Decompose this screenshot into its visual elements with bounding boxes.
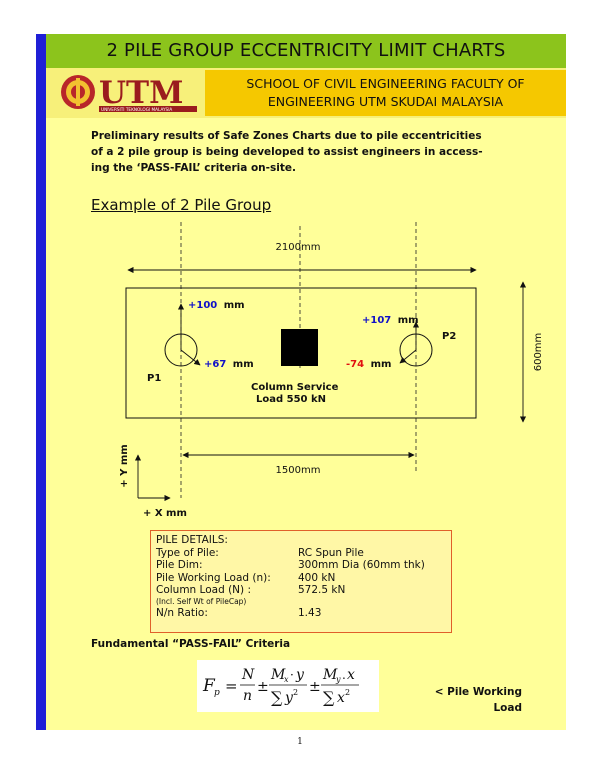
svg-text:·: · — [290, 668, 294, 682]
pile-detail-row: Type of Pile: RC Spun Pile — [156, 547, 446, 560]
p1-x-unit: mm — [233, 359, 254, 370]
y-axis-label: + Y mm — [119, 444, 130, 487]
x-axis-label: + X mm — [143, 508, 187, 519]
detail-value: RC Spun Pile — [298, 546, 364, 559]
formula-n: n — [243, 688, 252, 704]
column-label-line-1: Column Service — [251, 382, 339, 393]
pile-detail-row: Column Load (N) : 572.5 kN — [156, 584, 446, 597]
column-square — [281, 329, 318, 366]
school-line-2: ENGINEERING UTM SKUDAI MALAYSIA — [267, 94, 504, 109]
formula-F: F — [202, 676, 216, 696]
formula-x-sub: x — [284, 675, 289, 684]
svg-text:±: ± — [257, 679, 269, 695]
pile-detail-row: N/n Ratio: 1.43 — [156, 607, 446, 620]
p1-y-unit: mm — [224, 300, 245, 311]
p2-y-value: +107 — [362, 315, 391, 326]
svg-text:.: . — [342, 668, 346, 682]
column-label-line-2: Load 550 kN — [256, 394, 326, 405]
left-accent-bar — [36, 34, 46, 730]
formula-y-sub: y — [335, 675, 341, 684]
school-banner: SCHOOL OF CIVIL ENGINEERING FACULTY OF E… — [205, 70, 566, 116]
intro-line-3: ing the ‘PASS-FAIL’ criteria on-site. — [91, 162, 296, 174]
detail-value: 572.5 kN — [298, 584, 346, 597]
pwl-line-1: < Pile Working — [434, 686, 522, 698]
page-title: 2 PILE GROUP ECCENTRICITY LIMIT CHARTS — [106, 40, 506, 61]
formula-box: F p = N n ± M x · y ∑ y 2 ± M y . x ∑ x … — [197, 660, 379, 712]
intro-paragraph: Preliminary results of Safe Zones Charts… — [91, 128, 541, 176]
pile-working-load-note: < Pile Working Load — [410, 684, 522, 716]
ratio-value: 1.43 — [298, 606, 322, 619]
p1-x-arrow — [180, 349, 201, 366]
p2-x-value: -74 — [346, 359, 364, 370]
pile-detail-row: Pile Dim: 300mm Dia (60mm thk) — [156, 559, 446, 572]
title-band — [46, 34, 566, 68]
detail-value: 400 kN — [298, 571, 336, 584]
formula-Mx: M — [270, 667, 286, 683]
p1-label: P1 — [147, 373, 161, 384]
pile-detail-row: Pile Working Load (n): 400 kN — [156, 572, 446, 585]
pile-details-heading: PILE DETAILS: — [156, 534, 228, 546]
formula-y-denom: y — [284, 690, 294, 706]
formula-x: x — [347, 667, 355, 683]
formula-My: M — [322, 667, 338, 683]
p1-x-value: +67 — [204, 359, 226, 370]
formula-N: N — [241, 667, 255, 683]
criteria-heading: Fundamental “PASS-FAIL” Criteria — [91, 638, 291, 650]
utm-logo: UTM UNIVERSITI TEKNOLOGI MALAYSIA — [59, 72, 199, 114]
detail-key: Column Load (N) : — [156, 584, 251, 597]
pile-group-diagram: 2100mm 600mm +100 mm +67 mm P1 +107 mm -… — [119, 222, 544, 519]
formula-y: y — [295, 667, 305, 683]
pile-details-box: PILE DETAILS: Type of Pile: RC Spun Pile… — [150, 530, 452, 633]
school-line-1: SCHOOL OF CIVIL ENGINEERING FACULTY OF — [246, 76, 525, 91]
detail-key: Type of Pile: — [156, 546, 219, 559]
svg-text:2: 2 — [293, 688, 298, 697]
svg-text:±: ± — [309, 679, 321, 695]
p2-x-offset: -74 mm — [346, 359, 391, 370]
self-weight-note: (Incl. Self Wt of PileCap) — [156, 596, 247, 606]
p2-x-arrow — [399, 349, 417, 364]
p1-y-offset: +100 mm — [188, 300, 245, 311]
p2-label: P2 — [442, 331, 456, 342]
pile-cap-outline — [125, 287, 477, 419]
intro-line-1: Preliminary results of Safe Zones Charts… — [91, 130, 482, 142]
svg-text:=: = — [225, 677, 238, 695]
p2-y-unit: mm — [398, 315, 419, 326]
logo-text: UTM — [99, 75, 183, 111]
p1-y-value: +100 — [188, 300, 217, 311]
logo-subtext: UNIVERSITI TEKNOLOGI MALAYSIA — [101, 107, 172, 112]
page-number: 1 — [297, 737, 303, 747]
formula-x-denom: x — [337, 690, 345, 706]
formula-sum-1: ∑ — [271, 688, 283, 707]
detail-key: Pile Dim: — [156, 559, 203, 572]
spacing-dimension: 1500mm — [276, 465, 321, 476]
height-dimension: 600mm — [533, 333, 544, 372]
formula-sum-2: ∑ — [323, 688, 335, 707]
svg-text:2: 2 — [345, 688, 350, 697]
pass-fail-formula: F p = N n ± M x · y ∑ y 2 ± M y . x ∑ x … — [202, 667, 359, 707]
pwl-line-2: Load — [493, 702, 522, 714]
p2-y-offset: +107 mm — [362, 315, 419, 326]
formula-p: p — [214, 688, 220, 698]
p1-x-offset: +67 mm — [204, 359, 254, 370]
detail-key: Pile Working Load (n): — [156, 571, 271, 584]
detail-value: 300mm Dia (60mm thk) — [298, 559, 425, 572]
intro-line-2: of a 2 pile group is being developed to … — [91, 146, 483, 158]
ratio-key: N/n Ratio: — [156, 606, 208, 619]
example-heading: Example of 2 Pile Group — [91, 196, 272, 214]
p2-x-unit: mm — [371, 359, 392, 370]
width-dimension: 2100mm — [276, 242, 321, 253]
